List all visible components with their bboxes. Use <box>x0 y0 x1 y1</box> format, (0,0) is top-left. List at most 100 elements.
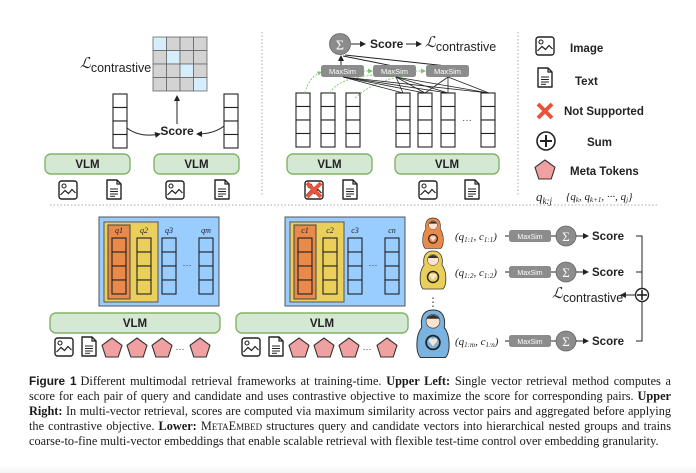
sum-symbol: Σ <box>336 39 344 54</box>
vector-cell <box>480 92 496 108</box>
vector-cell <box>322 251 338 267</box>
vlm-label: VLM <box>310 318 334 330</box>
vector-cell <box>161 279 177 295</box>
vector-column <box>198 237 214 295</box>
vector-label: c3 <box>351 226 359 235</box>
vector-column <box>440 92 456 148</box>
vector-cell <box>320 92 336 108</box>
legend-text-icon <box>537 67 553 88</box>
vector-cell <box>480 132 496 148</box>
text-icon <box>106 179 122 200</box>
image-icon <box>165 180 185 200</box>
vector-column <box>320 92 336 148</box>
vector-column <box>322 237 338 295</box>
matrix-cell <box>193 36 208 51</box>
meta-token-icon <box>126 337 148 358</box>
loss-label-upper-left: ℒcontrastive <box>80 56 151 75</box>
vector-cell <box>347 251 363 267</box>
caption-text: Single vector retrieval method computes … <box>29 374 671 403</box>
vector-cell <box>112 120 128 136</box>
matrix-cell <box>179 50 194 65</box>
image-icon <box>54 337 74 357</box>
meta-token-icon <box>151 337 173 358</box>
vector-cell <box>136 251 152 267</box>
vector-cell <box>480 119 496 135</box>
vector-column <box>295 92 311 148</box>
ellipsis: ··· <box>363 344 372 354</box>
vector-cell <box>384 265 400 281</box>
vector-cell <box>112 93 128 109</box>
ellipsis: ··· <box>462 115 472 126</box>
matrix-cell <box>166 36 181 51</box>
vector-cell <box>384 251 400 267</box>
vector-column <box>161 237 177 295</box>
vector-cell <box>347 237 363 253</box>
vector-cell <box>345 132 361 148</box>
legend-notation: qk:j <box>536 189 552 206</box>
vector-label: c2 <box>326 226 334 235</box>
meta-token-icon <box>101 337 123 358</box>
vector-cell <box>417 92 433 108</box>
ellipsis: ··· <box>369 260 378 270</box>
vector-cell <box>320 119 336 135</box>
vector-cell <box>395 92 411 108</box>
meta-token-icon <box>189 337 211 358</box>
legend-meta-token-icon <box>534 159 556 180</box>
caption-heading: Upper Left: <box>386 374 451 388</box>
matrix-cell <box>193 50 208 65</box>
text-icon <box>81 336 97 357</box>
image-icon <box>418 180 438 200</box>
matrix-cell <box>193 63 208 78</box>
vector-cell <box>136 237 152 253</box>
vlm-label: VLM <box>435 159 459 171</box>
image-icon <box>58 180 78 200</box>
matrix-cell <box>179 77 194 92</box>
vector-cell <box>480 105 496 121</box>
vector-cell <box>223 106 239 122</box>
vector-cell <box>322 237 338 253</box>
matryoshka-doll-icon <box>422 217 444 249</box>
vector-cell <box>136 279 152 295</box>
vector-label: q2 <box>140 226 148 235</box>
vector-label: cn <box>388 226 396 235</box>
matrix-cell <box>152 50 167 65</box>
vector-cell <box>395 105 411 121</box>
matrix-cell <box>152 77 167 92</box>
legend-label-not-supported: Not Supported <box>564 106 644 118</box>
matryoshka-doll-icon <box>419 250 447 290</box>
maxsim-label: MaxSim <box>329 67 356 76</box>
legend-not-supported-icon <box>536 102 554 120</box>
vector-cell <box>345 105 361 121</box>
matrix-cell <box>166 63 181 78</box>
image-icon <box>241 337 261 357</box>
pair-label: (q1:m, c1:n) <box>455 336 499 349</box>
matrix-cell-positive <box>166 50 181 65</box>
vector-cell <box>347 265 363 281</box>
loss-label-lower: ℒcontrastive <box>552 286 623 305</box>
method-name: MetaEmbed <box>200 418 263 433</box>
vector-column <box>223 93 239 149</box>
legend-label-sum: Sum <box>587 137 612 149</box>
vector-cell <box>417 132 433 148</box>
vector-cell <box>295 132 311 148</box>
similarity-matrix <box>152 36 208 92</box>
ellipsis: ··· <box>183 260 192 270</box>
caption-text: Different multimodal retrieval framework… <box>80 374 387 388</box>
vlm-box <box>153 153 240 175</box>
caption-text: structures query and candidate vectors i… <box>29 418 671 448</box>
vector-cell <box>345 119 361 135</box>
score-label: Score <box>592 231 624 243</box>
vlm-box <box>235 312 409 334</box>
vector-column <box>345 92 361 148</box>
vector-cell <box>440 132 456 148</box>
maxsim-box <box>509 230 551 242</box>
vector-label: q3 <box>165 226 173 235</box>
vector-cell <box>417 105 433 121</box>
matrix-cell-positive <box>193 77 208 92</box>
maxsim-label: MaxSim <box>381 67 408 76</box>
score-label-upper-right: Score <box>370 37 404 51</box>
maxsim-box <box>373 65 416 77</box>
vector-column <box>347 237 363 295</box>
